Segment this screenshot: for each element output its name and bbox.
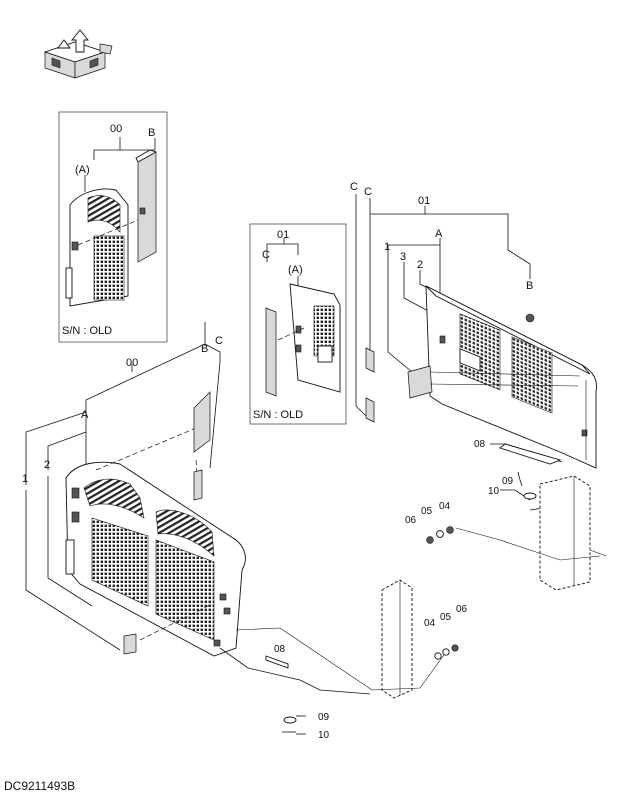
label-inset-left-assembly: 00 [110, 123, 122, 135]
label-rear-assembly: 01 [418, 195, 430, 207]
label-rear-p8: 08 [474, 439, 486, 450]
label-rear-c2: C [364, 186, 372, 198]
label-rear-p4: 04 [439, 501, 451, 512]
label-inset-left-panel: (A) [75, 164, 90, 176]
label-front-p6: 06 [456, 604, 468, 615]
label-inset-right-assembly: 01 [277, 229, 289, 241]
label-rear-p2: 2 [417, 259, 423, 271]
label-inset-left-grille: B [148, 127, 155, 139]
inset-old-left [58, 111, 168, 343]
rear-cover-assembly [355, 194, 607, 591]
label-rear-p9: 09 [502, 476, 514, 487]
label-front-p4: 04 [424, 618, 436, 629]
label-front-bracket: C [215, 335, 223, 347]
label-front-p1: 1 [22, 473, 28, 485]
label-rear-c1: C [350, 181, 358, 193]
front-cover-assembly [25, 322, 459, 735]
inset-old-right [249, 223, 347, 425]
label-rear-panel: A [435, 228, 443, 240]
label-front-p2: 2 [44, 459, 50, 471]
drawing-code: DC9211493B [4, 779, 75, 793]
label-front-p8: 08 [274, 644, 286, 655]
label-inset-left-note: S/N : OLD [62, 325, 112, 337]
label-rear-p5: 05 [421, 506, 433, 517]
label-inset-right-bracket: C [262, 249, 270, 261]
label-front-grille: B [201, 343, 208, 355]
label-rear-p6: 06 [405, 515, 417, 526]
label-front-p10: 10 [318, 730, 330, 741]
label-front-assembly: 00 [126, 357, 138, 369]
label-inset-right-panel: (A) [288, 264, 303, 276]
label-rear-p1: 1 [384, 241, 390, 253]
label-rear-p3: 3 [400, 251, 406, 263]
label-front-panel: A [81, 409, 89, 421]
callout-labels: 00 B (A) S/N : OLD 01 C (A) S/N : OLD C … [22, 123, 533, 741]
label-front-p5: 05 [440, 612, 452, 623]
orientation-icon [43, 29, 113, 79]
label-inset-right-note: S/N : OLD [253, 409, 303, 421]
label-rear-p10: 10 [488, 486, 500, 497]
label-rear-grille: B [526, 280, 533, 292]
label-front-p9: 09 [318, 712, 330, 723]
